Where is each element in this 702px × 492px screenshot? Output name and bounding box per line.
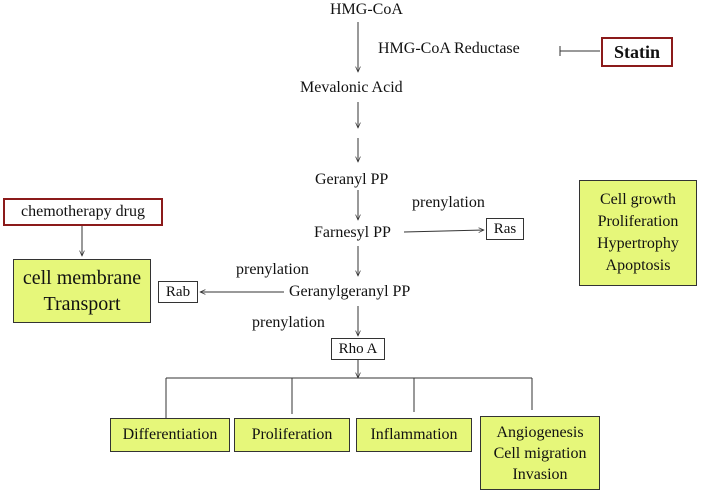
- rho-a-label: Rho A: [338, 340, 378, 357]
- hmg-coa-reductase-label: HMG-CoA Reductase: [378, 40, 520, 57]
- prenylation-rab-label: prenylation: [236, 261, 309, 278]
- inflammation-box: Inflammation: [356, 418, 472, 452]
- rab-label: Rab: [165, 283, 191, 300]
- prenylation-rho-label: prenylation: [252, 314, 325, 331]
- angiogenesis-box: Angiogenesis Cell migration Invasion: [480, 416, 600, 490]
- cell-effects-box: Cell growth Proliferation Hypertrophy Ap…: [579, 180, 697, 286]
- chemotherapy-drug-box: chemotherapy drug: [3, 198, 163, 226]
- geranylgeranyl-pp-label: Geranylgeranyl PP: [289, 283, 411, 300]
- mevalonic-acid-label: Mevalonic Acid: [300, 79, 403, 96]
- arrow-farnesyl-to-ras: [403, 230, 484, 232]
- differentiation-label: Differentiation: [122, 426, 218, 443]
- hmg-coa-label: HMG-CoA: [330, 1, 403, 18]
- ras-label: Ras: [493, 220, 517, 237]
- effect-hypertrophy: Hypertrophy: [597, 235, 679, 252]
- inflammation-label: Inflammation: [370, 426, 458, 443]
- effect-cell-growth: Cell growth: [600, 191, 676, 208]
- ras-box: Ras: [486, 218, 524, 240]
- transport-label: Transport: [43, 293, 121, 315]
- statin-label: Statin: [613, 41, 660, 62]
- cell-membrane-transport-box: cell membrane Transport: [13, 259, 151, 323]
- farnesyl-pp-label: Farnesyl PP: [314, 224, 391, 241]
- rab-box: Rab: [158, 281, 198, 303]
- invasion-label: Invasion: [512, 466, 568, 483]
- differentiation-box: Differentiation: [110, 418, 230, 452]
- statin-box: Statin: [601, 37, 673, 67]
- proliferation-box: Proliferation: [234, 418, 350, 452]
- effect-proliferation: Proliferation: [597, 213, 679, 230]
- cell-membrane-label: cell membrane: [22, 267, 142, 289]
- geranyl-pp-label: Geranyl PP: [315, 171, 389, 188]
- prenylation-ras-label: prenylation: [412, 194, 485, 211]
- effect-apoptosis: Apoptosis: [605, 257, 671, 274]
- rho-a-box: Rho A: [331, 338, 385, 360]
- chemotherapy-drug-label: chemotherapy drug: [21, 203, 145, 220]
- cell-migration-label: Cell migration: [493, 445, 587, 462]
- proliferation-label: Proliferation: [251, 426, 333, 443]
- angiogenesis-label: Angiogenesis: [496, 424, 584, 441]
